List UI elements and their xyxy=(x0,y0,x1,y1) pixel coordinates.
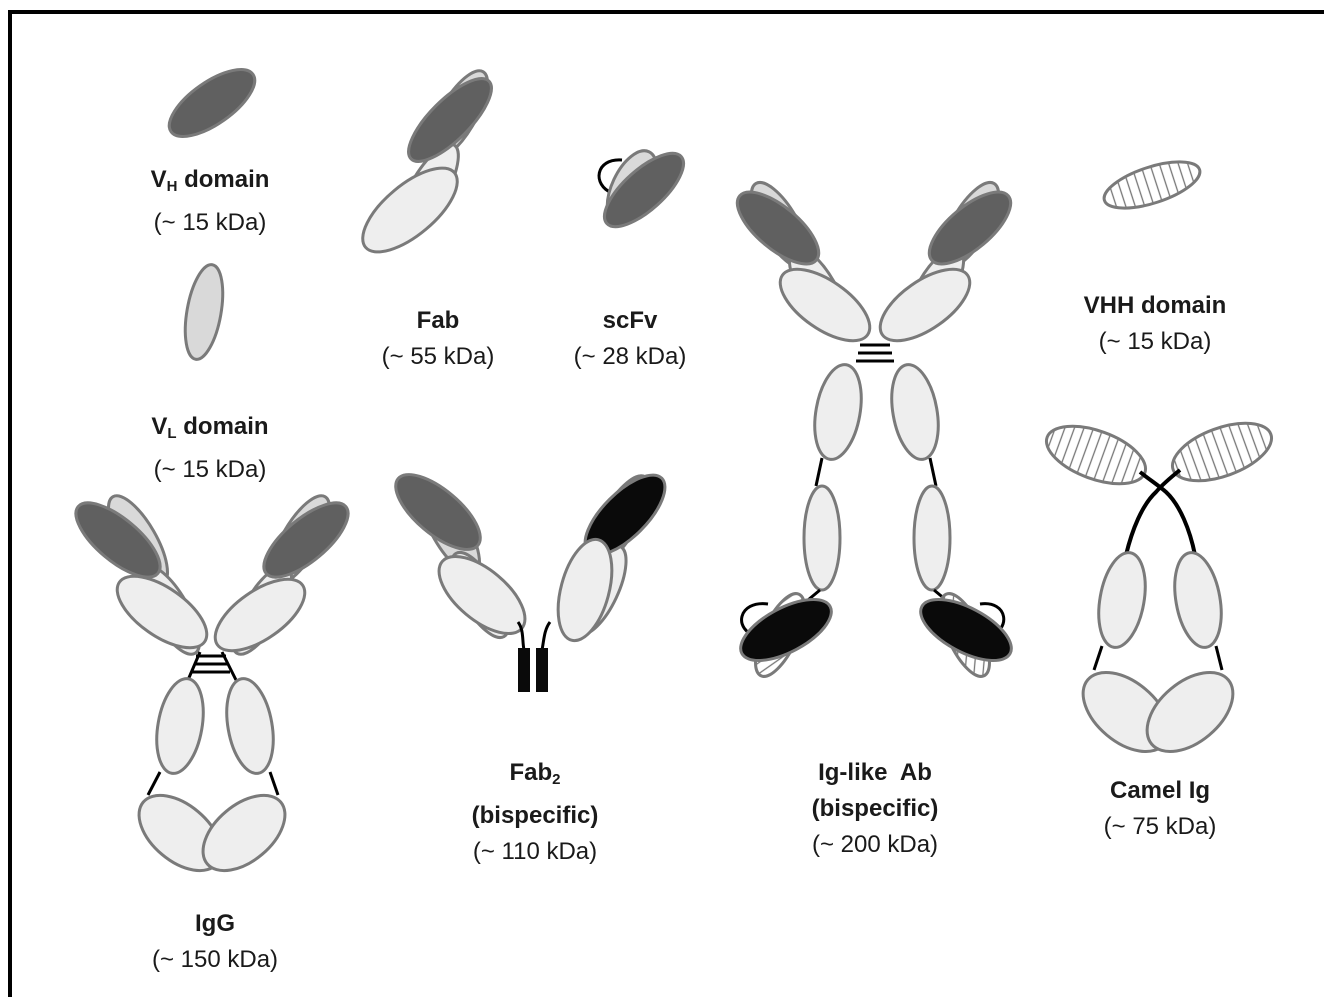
vh-domain-label: VH domain (~ 15 kDa) xyxy=(110,162,310,241)
vl-domain-label: VL domain (~ 15 kDa) xyxy=(110,409,310,488)
vhh-domain-mass: (~ 15 kDa) xyxy=(1050,324,1260,360)
vl-domain-mass: (~ 15 kDa) xyxy=(110,452,310,488)
fab2-label: Fab2 (bispecific) (~ 110 kDa) xyxy=(440,755,630,870)
fab-mass: (~ 55 kDa) xyxy=(358,339,518,375)
igg-label: IgG (~ 150 kDa) xyxy=(125,906,305,978)
scfv-shape xyxy=(593,142,694,239)
fab2-mass: (~ 110 kDa) xyxy=(440,834,630,870)
camel-ig-shape xyxy=(1039,412,1279,767)
camel-ig-mass: (~ 75 kDa) xyxy=(1075,809,1245,845)
vhh-domain-label: VHH domain (~ 15 kDa) xyxy=(1050,288,1260,360)
fab2-bispecific-shape xyxy=(384,462,677,692)
igg-shape xyxy=(65,488,360,886)
vl-domain-shape xyxy=(179,262,229,362)
fab-shape xyxy=(349,63,503,267)
igg-mass: (~ 150 kDa) xyxy=(125,942,305,978)
iglike-mass: (~ 200 kDa) xyxy=(780,827,970,863)
scfv-mass: (~ 28 kDa) xyxy=(550,339,710,375)
vh-domain-shape xyxy=(159,57,265,149)
fab-label: Fab (~ 55 kDa) xyxy=(358,303,518,375)
iglike-label: Ig-like Ab (bispecific) (~ 200 kDa) xyxy=(780,755,970,863)
camel-ig-label: Camel Ig (~ 75 kDa) xyxy=(1075,773,1245,845)
iglike-bispecific-shape xyxy=(726,174,1022,683)
vhh-domain-shape xyxy=(1099,152,1205,217)
vh-domain-mass: (~ 15 kDa) xyxy=(110,205,310,241)
scfv-label: scFv (~ 28 kDa) xyxy=(550,303,710,375)
